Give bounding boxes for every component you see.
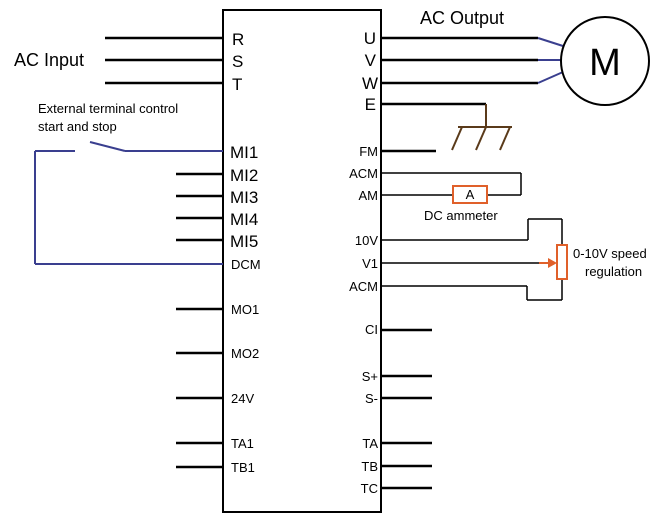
terminal-tb1: TB1 xyxy=(231,460,255,475)
right-stub-wires xyxy=(381,328,432,490)
terminal-dcm: DCM xyxy=(231,257,261,272)
motor-label: M xyxy=(589,42,621,84)
ac-input-lines xyxy=(105,36,223,85)
terminal-mi1: MI1 xyxy=(230,143,258,162)
terminal-acm-2: ACM xyxy=(349,279,378,294)
terminal-ta: TA xyxy=(362,436,378,451)
terminal-mi5: MI5 xyxy=(230,232,258,251)
terminal-mi2: MI2 xyxy=(230,166,258,185)
dc-ammeter-label: DC ammeter xyxy=(424,208,498,223)
ammeter-label: A xyxy=(466,187,475,202)
motor-symbol xyxy=(560,16,650,106)
terminal-mi4: MI4 xyxy=(230,210,258,229)
ammeter-symbol xyxy=(452,185,488,204)
terminal-10v: 10V xyxy=(355,233,378,248)
ac-output-lines xyxy=(381,36,564,85)
terminal-24v: 24V xyxy=(231,391,254,406)
terminal-mi3: MI3 xyxy=(230,188,258,207)
left-stub-wires xyxy=(176,172,223,469)
ext-control-label-2: start and stop xyxy=(38,119,117,134)
terminal-v1: V1 xyxy=(362,256,378,271)
terminal-mo1: MO1 xyxy=(231,302,259,317)
ac-input-label: AC Input xyxy=(14,50,84,70)
terminal-w: W xyxy=(362,74,378,93)
terminal-am: AM xyxy=(359,188,379,203)
potentiometer-symbol xyxy=(556,244,568,280)
terminal-ci: CI xyxy=(365,322,378,337)
terminal-v: V xyxy=(365,51,377,70)
terminal-t: T xyxy=(232,75,242,94)
terminal-s-plus: S+ xyxy=(362,369,378,384)
terminal-tc: TC xyxy=(361,481,378,496)
start-stop-switch xyxy=(34,141,223,265)
ground-symbol xyxy=(381,102,512,151)
terminal-s-minus: S- xyxy=(365,391,378,406)
terminal-acm-1: ACM xyxy=(349,166,378,181)
speed-label-2: regulation xyxy=(585,264,642,279)
terminal-ta1: TA1 xyxy=(231,436,254,451)
terminal-e: E xyxy=(365,95,376,114)
potentiometer-circuit xyxy=(381,218,563,301)
drive-box xyxy=(222,9,382,513)
terminal-r: R xyxy=(232,30,244,49)
terminal-fm: FM xyxy=(359,144,378,159)
ac-output-label: AC Output xyxy=(420,8,504,28)
ammeter-loop xyxy=(381,172,522,196)
ext-control-label-1: External terminal control xyxy=(38,101,178,116)
terminal-mo2: MO2 xyxy=(231,346,259,361)
terminal-tb: TB xyxy=(361,459,378,474)
terminal-u: U xyxy=(364,29,376,48)
speed-label-1: 0-10V speed xyxy=(573,246,647,261)
terminal-s: S xyxy=(232,52,243,71)
